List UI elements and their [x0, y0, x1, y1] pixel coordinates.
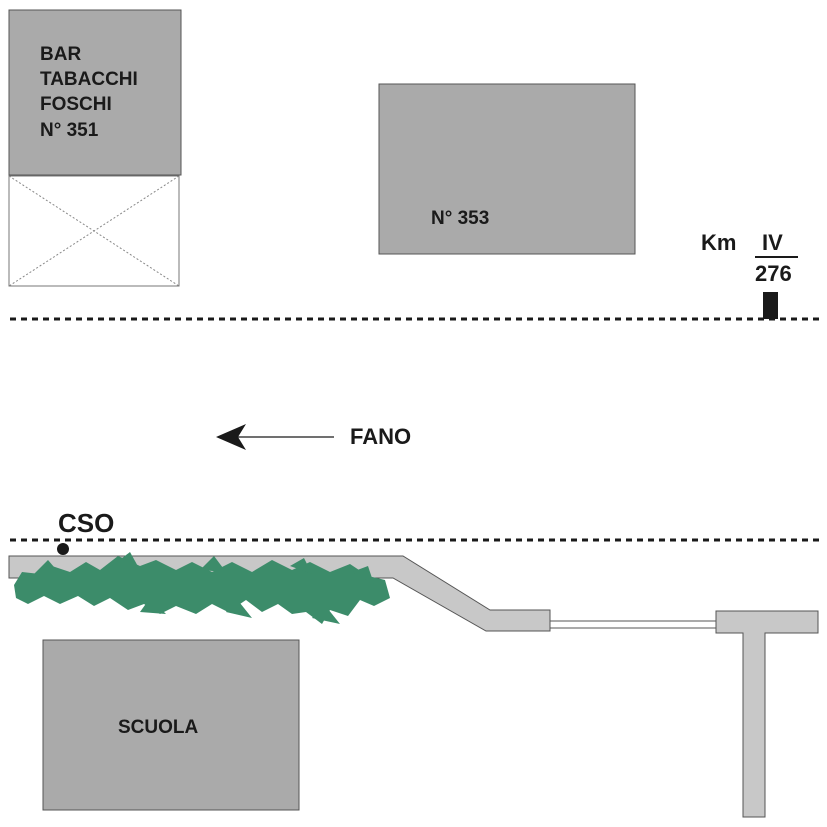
direction-label: FANO [350, 424, 412, 449]
bus-stop-dot [57, 543, 69, 555]
empty-lot [8, 175, 180, 287]
house-353 [378, 83, 636, 255]
milestone-road-number: IV [762, 230, 783, 255]
school-building [42, 639, 300, 811]
house-353-label: N° 353 [431, 208, 490, 229]
milestone-unit: Km [701, 230, 737, 255]
bus-stop-label: CSO [58, 508, 115, 538]
school-label: SCUOLA [118, 717, 199, 738]
bar-building [8, 9, 182, 176]
direction-arrow [216, 424, 334, 450]
milestone-marker [763, 292, 778, 319]
bar-label-line-1: BAR [40, 44, 82, 65]
hedge [14, 552, 390, 624]
bar-label-line-3: FOSCHI [40, 94, 112, 115]
bar-label-line-4: N° 351 [40, 120, 99, 141]
milestone-km-value: 276 [755, 261, 792, 286]
bar-label-line-2: TABACCHI [40, 69, 138, 90]
